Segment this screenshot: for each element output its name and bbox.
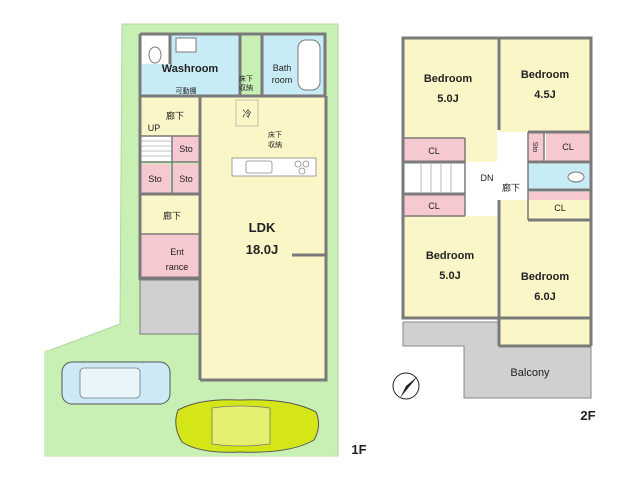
car-blue	[61, 361, 171, 405]
storage-room-1	[172, 136, 200, 162]
ldk-size-label: 18.0J	[246, 242, 279, 257]
porch-outline	[139, 279, 201, 335]
underfloor-storage-2-line1: 床下	[268, 130, 282, 139]
stove-burner	[294, 160, 302, 168]
floor1-plan: Washroom Bath room 可動棚 床下 収納 冷 床下 収納 廊下 …	[44, 23, 367, 457]
storage-2f-label: Sto	[531, 142, 538, 153]
hallway-upper-label: 廊下	[166, 110, 184, 121]
stove-burner	[298, 167, 306, 175]
bathtub	[297, 39, 321, 91]
hallway-2f	[465, 162, 528, 202]
hallway-upper	[140, 96, 200, 136]
bedroom-sw-room	[403, 216, 497, 318]
hallway-lower-label: 廊下	[163, 210, 181, 221]
entrance-label-line2: rance	[166, 262, 189, 272]
floor1-label: 1F	[351, 442, 366, 457]
storage-room-3	[172, 164, 200, 194]
movable-shelf-label: 可動棚	[176, 86, 197, 95]
partition-walls-1f	[140, 135, 200, 235]
floor2-plan: Bedroom 5.0J Bedroom 4.5J CL Sto CL DN 廊…	[401, 36, 596, 423]
fridge-space	[235, 99, 259, 127]
hallway-2f-label: 廊下	[502, 182, 520, 193]
stairs-2f	[403, 164, 465, 192]
ldk-name-label: LDK	[249, 220, 276, 235]
bedroom-se-room	[499, 200, 591, 346]
compass-icon	[392, 372, 420, 400]
porch	[140, 280, 200, 334]
dn-label: DN	[481, 173, 494, 183]
floor2-label: 2F	[580, 408, 595, 423]
stairs-1f	[140, 136, 172, 162]
balcony-label: Balcony	[510, 367, 550, 379]
underfloor-storage-1-line1: 床下	[239, 74, 253, 83]
bedroom-sw-size: 5.0J	[439, 270, 460, 282]
bedroom-sw-name: Bedroom	[426, 250, 475, 262]
stove-burner	[302, 160, 310, 168]
bathroom-label-line2: room	[272, 75, 293, 85]
entrance-label-line1: Ent	[170, 247, 184, 257]
closet-3-room	[403, 194, 465, 216]
stairs-up-label: UP	[148, 123, 161, 133]
underfloor-storage-1-line2: 収納	[239, 83, 253, 92]
closet-3-label: CL	[428, 201, 440, 211]
bedroom-ne-size: 4.5J	[534, 89, 555, 101]
storage-1-label: Sto	[179, 144, 193, 154]
closet-1-room	[403, 138, 465, 162]
kitchen-sink	[245, 160, 273, 174]
wash-basin	[175, 37, 197, 53]
bedroom-nw-name: Bedroom	[424, 73, 473, 85]
washroom-label: Washroom	[162, 63, 219, 75]
bathroom-label-line1: Bath	[273, 63, 292, 73]
bedroom-nw-size: 5.0J	[437, 93, 458, 105]
bedroom-ne-name: Bedroom	[521, 69, 570, 81]
underfloor-storage-2	[260, 126, 290, 154]
walls-2f	[401, 36, 593, 348]
fridge-label: 冷	[242, 108, 251, 119]
stairs-2f-steps	[420, 164, 452, 192]
toilet	[148, 46, 162, 64]
storage-2f-room	[528, 132, 544, 162]
bedroom-se-name: Bedroom	[521, 271, 570, 283]
entrance-room	[140, 234, 200, 278]
storage-room-2	[140, 164, 170, 194]
car-yellow	[175, 399, 320, 453]
bedroom-ne-room	[499, 38, 591, 132]
closet-4-label: CL	[554, 203, 566, 213]
partition-walls-2f	[403, 132, 545, 220]
storage-2-label: Sto	[148, 174, 162, 184]
toilet-2f	[567, 171, 585, 183]
closet-2-room	[546, 132, 591, 162]
hallway-lower	[140, 194, 200, 234]
closet-1-label: CL	[428, 146, 440, 156]
storage-3-label: Sto	[179, 174, 193, 184]
stairs-steps	[140, 140, 172, 157]
walls-1f	[138, 32, 328, 382]
bedroom-se-size: 6.0J	[534, 291, 555, 303]
closet-2-label: CL	[562, 142, 574, 152]
underfloor-storage-2-line2: 収納	[268, 140, 282, 149]
